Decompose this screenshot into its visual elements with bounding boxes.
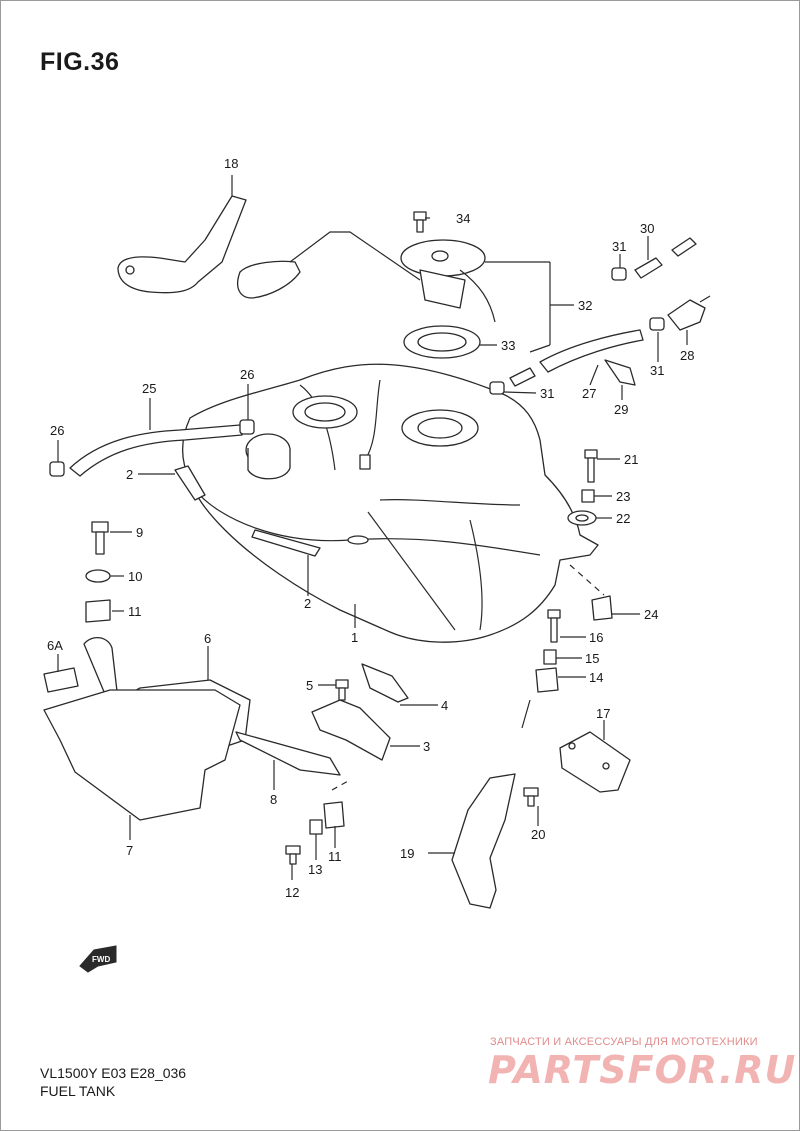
callout-31-pipe: 31: [540, 386, 554, 401]
callout-29: 29: [614, 402, 628, 417]
part-7-plate[interactable]: [43, 689, 241, 821]
part-9-bolt[interactable]: [91, 521, 109, 555]
part-10-washer[interactable]: [85, 569, 111, 583]
callout-22: 22: [616, 511, 630, 526]
callout-4: 4: [441, 698, 448, 713]
part-8-strip[interactable]: [235, 731, 341, 776]
callout-11-left: 11: [128, 604, 142, 619]
callout-34: 34: [456, 211, 470, 226]
part-32-fuel-pump[interactable]: [237, 231, 496, 323]
callout-30: 30: [640, 221, 654, 236]
callout-26-right: 26: [240, 367, 254, 382]
callout-24: 24: [644, 607, 658, 622]
part-18-bracket[interactable]: [117, 195, 247, 294]
callout-10: 10: [128, 569, 142, 584]
part-26-clamp-right[interactable]: [239, 419, 255, 435]
part-29-clip[interactable]: [604, 359, 636, 386]
part-22-grommet[interactable]: [567, 510, 597, 526]
callout-17: 17: [596, 706, 610, 721]
part-30-pipe[interactable]: [634, 237, 697, 279]
leader-lines: [57, 175, 688, 880]
part-14-cushion[interactable]: [535, 667, 559, 693]
part-15-collar[interactable]: [543, 649, 557, 665]
part-4-bracket[interactable]: [361, 663, 409, 703]
part-24-cushion[interactable]: [591, 595, 613, 621]
callout-25: 25: [142, 381, 156, 396]
fwd-label: FWD: [92, 955, 110, 964]
callout-31-top: 31: [612, 239, 626, 254]
callout-11-bottom: 11: [328, 849, 342, 864]
callout-26-left: 26: [50, 423, 64, 438]
callout-18: 18: [224, 156, 238, 171]
callout-27: 27: [582, 386, 596, 401]
part-6a-pad[interactable]: [43, 667, 79, 693]
callout-31-right: 31: [650, 363, 664, 378]
part-27-hose[interactable]: [539, 329, 644, 373]
callout-21: 21: [624, 452, 638, 467]
model-code: VL1500Y E03 E28_036: [40, 1065, 187, 1081]
part-5-bolt[interactable]: [335, 679, 349, 701]
watermark-tagline: ЗАПЧАСТИ И АКСЕССУАРЫ ДЛЯ МОТОТЕХНИКИ: [490, 1036, 758, 1048]
part-33-gasket[interactable]: [403, 325, 481, 359]
part-17-bracket[interactable]: [559, 731, 631, 793]
callout-9: 9: [136, 525, 143, 540]
callout-16: 16: [589, 630, 603, 645]
part-1-fuel-tank[interactable]: [181, 363, 599, 643]
callout-12: 12: [285, 885, 299, 900]
part-3-bracket[interactable]: [311, 699, 391, 761]
callout-8: 8: [270, 792, 277, 807]
callout-20: 20: [531, 827, 545, 842]
callout-14: 14: [589, 670, 603, 685]
callout-1: 1: [351, 630, 358, 645]
callout-32: 32: [578, 298, 592, 313]
part-13-collar[interactable]: [309, 819, 323, 835]
part-34-bolt[interactable]: [413, 211, 427, 233]
diagram-caption: FUEL TANK: [40, 1083, 116, 1099]
callout-labels: 1 2 2 3 4 5 6 6A 7 8 9 10 11 11 12 13 14…: [47, 156, 694, 900]
part-20-bolt[interactable]: [523, 787, 539, 807]
part-31-clamp-pipe[interactable]: [489, 367, 536, 395]
watermark-logo: PARTSFOR.RU: [488, 1048, 797, 1092]
callout-33: 33: [501, 338, 515, 353]
part-16-bolt[interactable]: [547, 609, 561, 643]
callout-13: 13: [308, 862, 322, 877]
part-11-cushion-left[interactable]: [85, 599, 111, 623]
callout-19: 19: [400, 846, 414, 861]
callout-2-upper: 2: [126, 467, 133, 482]
part-31-clamp-top[interactable]: [611, 267, 627, 281]
callout-15: 15: [585, 651, 599, 666]
part-23-collar[interactable]: [581, 489, 595, 503]
callout-23: 23: [616, 489, 630, 504]
part-2-strip-upper[interactable]: [174, 465, 206, 501]
part-11-cushion-bottom[interactable]: [323, 801, 345, 829]
callout-5: 5: [306, 678, 313, 693]
callout-2-lower: 2: [304, 596, 311, 611]
part-26-clamp-left[interactable]: [49, 461, 65, 477]
fwd-direction-badge: FWD: [79, 945, 117, 973]
part-28-filter[interactable]: [667, 295, 711, 331]
part-2-strip-lower[interactable]: [251, 529, 321, 557]
callout-28: 28: [680, 348, 694, 363]
part-31-clamp-right[interactable]: [649, 317, 665, 331]
figure-title: FIG.36: [40, 48, 120, 76]
callout-3: 3: [423, 739, 430, 754]
part-21-bolt[interactable]: [584, 449, 598, 483]
callout-7: 7: [126, 843, 133, 858]
callout-6: 6: [204, 631, 211, 646]
part-12-bolt[interactable]: [285, 845, 301, 865]
callout-6a: 6A: [47, 638, 63, 653]
part-19-bracket[interactable]: [451, 773, 516, 909]
